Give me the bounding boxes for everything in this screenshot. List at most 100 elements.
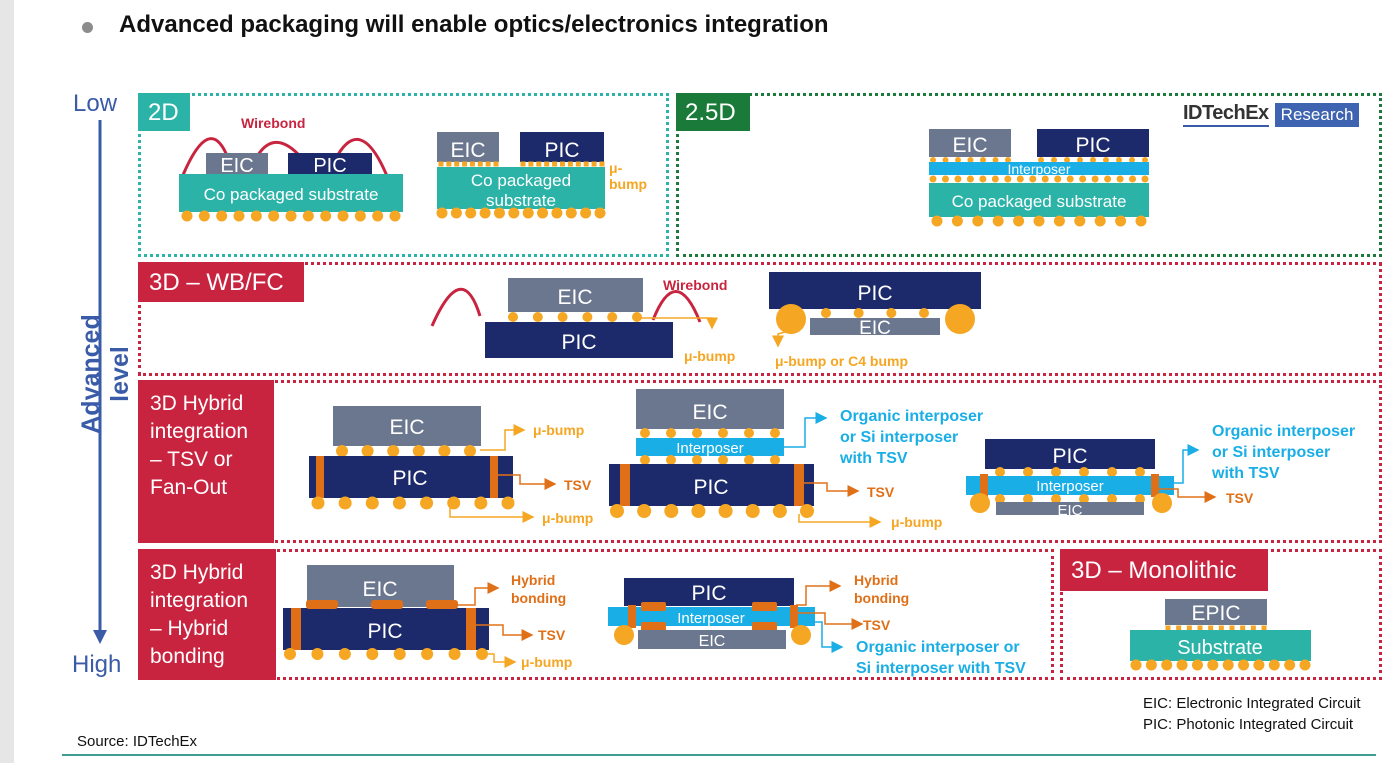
micro-bump [1116,175,1124,183]
micro-bump [528,161,534,167]
micro-bump [1064,157,1070,163]
micro-bump [632,312,642,322]
logo-brand: IDTechEx [1183,102,1269,127]
tag-3d-tsv: 3D Hybrid integration – TSV or Fan-Out [138,380,274,543]
chip-eic-label: EIC [389,416,424,439]
label-wirebond: Wirebond [663,277,727,293]
solder-ball [421,648,434,660]
micro-bump [991,175,999,183]
solder-ball [216,210,228,222]
micro-bump [1107,467,1117,477]
micro-bump [508,312,518,322]
micro-bump [942,157,949,163]
micro-bumps [995,467,1145,477]
tag-line: integration [150,420,249,443]
micro-bump [469,161,475,167]
note-line: with TSV [839,450,908,467]
solder-ball [311,648,324,660]
solder-ball [436,207,448,219]
solder-ball [1238,659,1250,671]
label-hybrid-l2: bonding [511,590,566,606]
diagram-tsv-3: PIC Interposer EIC Organic interposer or… [966,423,1355,519]
micro-bump [1250,625,1256,631]
chip-pic [288,153,372,174]
co-packaged-substrate [929,183,1149,217]
interposer-label: Interposer [676,440,744,457]
solder-ball [1284,659,1296,671]
tsv [316,456,324,498]
hybrid-bond-pad [641,602,666,611]
hybrid-bond-pad [752,622,777,631]
solder-ball [1207,659,1219,671]
solder-balls [436,207,606,219]
tsv [628,605,636,628]
micro-bump [929,175,937,183]
micro-bump [640,455,650,465]
wirebond-wire [430,287,482,327]
diagram-hybrid-1: EIC PIC Hybrid bonding TSV μ-bump [283,565,572,670]
micro-bump [412,445,425,457]
solder-ball [474,496,488,510]
solder-ball [181,210,193,222]
micro-bump [966,175,974,183]
chip-eic-label: EIC [952,134,987,157]
c4-bump [945,304,975,334]
logo-suffix: Research [1274,102,1360,127]
tsv [790,605,798,628]
micro-bump [1229,625,1235,631]
chip-eic-label: EIC [220,155,253,177]
micro-bump [1135,494,1145,504]
tsv [466,608,476,650]
micro-bump [485,161,491,167]
chip-pic-label: PIC [544,139,579,162]
micro-bump [532,312,543,322]
solder-balls [181,210,401,222]
micro-bump [941,175,949,183]
diagram-3d-wirebond: Wirebond EIC PIC μ-bump [430,277,735,364]
c4-bump [791,625,811,645]
substrate [1130,630,1311,661]
panel-2d [138,93,669,257]
micro-bump [1218,625,1224,631]
tag-line: 3D Hybrid [150,561,244,584]
micro-bump [692,455,702,465]
solder-ball [311,496,325,510]
label-tsv: TSV [1226,490,1254,506]
micro-bump [1165,625,1171,631]
tsv [490,456,498,498]
solder-ball [565,207,577,219]
solder-ball [1299,659,1311,671]
chip-epic-label: EPIC [1191,602,1240,625]
solder-balls [1130,659,1311,671]
wirebond-wire [651,290,702,323]
micro-bump [666,455,676,465]
micro-bump [607,312,618,322]
micro-bump [1103,157,1109,163]
solder-ball [1135,215,1147,227]
solder-ball [637,504,652,518]
micro-bump [1208,625,1214,631]
chip-pic-label: PIC [1075,134,1110,157]
co-packaged-substrate [437,167,605,209]
micro-bump [744,455,754,465]
solder-ball [393,648,406,660]
solder-ball [338,648,351,660]
interposer-label: Interposer [1036,478,1104,495]
slide-title: Advanced packaging will enable optics/el… [119,11,829,38]
micro-bump [438,445,451,457]
solder-ball [198,210,210,222]
micro-bumps [438,161,605,167]
micro-bump [770,455,780,465]
axis-arrow-icon [93,120,107,644]
tag-line: – TSV or [150,448,233,471]
diagram-tsv-1: EIC PIC μ-bump TSV μ-bump [309,406,593,526]
micro-bumps [929,175,1149,183]
micro-bump [1142,157,1148,163]
micro-bump [666,428,676,438]
c4-bump [970,493,990,513]
micro-bump [992,157,999,163]
micro-bump [770,428,780,438]
solder-ball [1130,659,1142,671]
chip-eic [508,278,643,312]
